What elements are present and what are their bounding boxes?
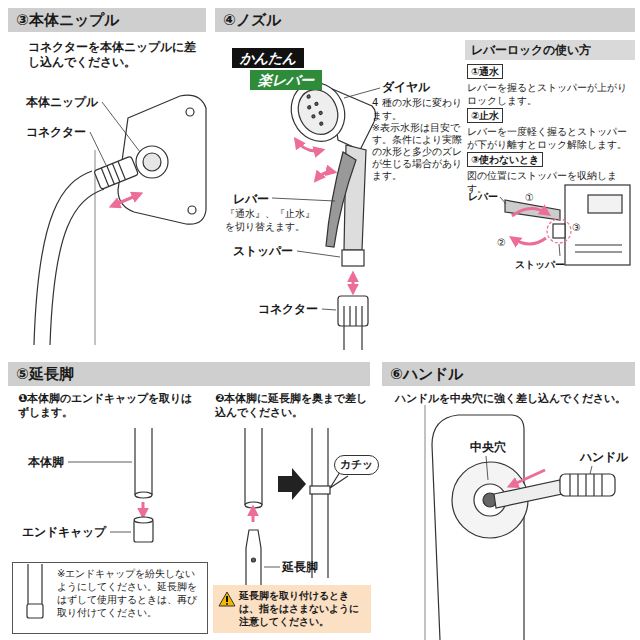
part-label: コネクター [258,302,328,317]
node-text: ③使わないとき [471,153,539,166]
section-header: ③本体ニップル [8,8,206,32]
section-header: ⑤延長脚 [8,362,370,386]
description: 『通水』、『止水』を切り替えます。 [225,207,321,233]
node-text: カチッ [340,458,373,472]
node-text: ②止水 [471,109,499,122]
part-label: ストッパー [515,258,575,271]
step-instruction: ❷本体脚に延長脚を奥まで差し込んでください。 [215,392,375,420]
part-label: ハンドル [580,450,636,465]
callout-number: ② [497,236,511,249]
part-label: 中央穴 [470,440,520,455]
node-text: ①通水 [471,65,499,78]
node-text: ④ノズル [223,11,627,29]
step-tag: ③使わないとき [467,152,543,167]
step-instruction: ❶本体脚のエンドキャップを取りはずします。 [18,392,203,420]
logo-text: 楽レバー [250,70,322,90]
node-text: ③本体ニップル [16,11,198,29]
node-text: ※エンドキャップを紛失しないようにしてください。延長脚をはずして使用するときは、… [57,567,201,619]
step-tag: ②止水 [467,108,503,123]
section-header: ⑥ハンドル [382,362,635,386]
description: レバーを握るとストッパーが上がりロックします。 [467,81,633,107]
part-label: コネクター [26,125,96,140]
sound-bubble: カチッ [334,455,379,475]
description: レバーを一度軽く握るとストッパーが下がり離すとロック解除します。 [467,125,633,151]
part-label: 延長脚 [282,560,332,575]
note-text: ※表示水形は目安です。条件により実際の水形と多少のズレが生じる場合があります。 [372,122,464,182]
node-text: ⑤延長脚 [16,365,362,383]
description: 4 種の水形に変わります。 [372,96,464,122]
part-label: ダイヤル [382,80,442,95]
node-text: ⑥ハンドル [390,365,627,383]
part-label: レバー [468,190,508,203]
part-label: エンドキャップ [22,525,112,540]
part-label: 本体脚 [28,455,78,470]
warning-icon [218,591,236,607]
section-header: ④ノズル [215,8,635,32]
callout-number: ③ [572,221,586,234]
node-text: レバーロックの使い方 [471,42,629,58]
note-box: ※エンドキャップを紛失しないようにしてください。延長脚をはずして使用するときは、… [12,562,208,634]
part-label: ストッパー [233,244,303,259]
part-label: 本体ニップル [26,95,106,110]
instruction: ハンドルを中央穴に強く差し込んでください。 [395,392,635,406]
part-label: レバー [233,192,283,207]
node-text: 延長脚を取り付けるときは、指をはさまないように注意してください。 [239,589,366,628]
step-tag: ①通水 [467,64,503,79]
subsection-header: レバーロックの使い方 [465,40,635,60]
warning-box: 延長脚を取り付けるときは、指をはさまないように注意してください。 [213,585,371,633]
callout-number: ① [525,191,539,204]
logo-text: かんたん [232,48,304,68]
instruction: コネクターを本体ニップルに差し込んでください。 [28,40,203,70]
